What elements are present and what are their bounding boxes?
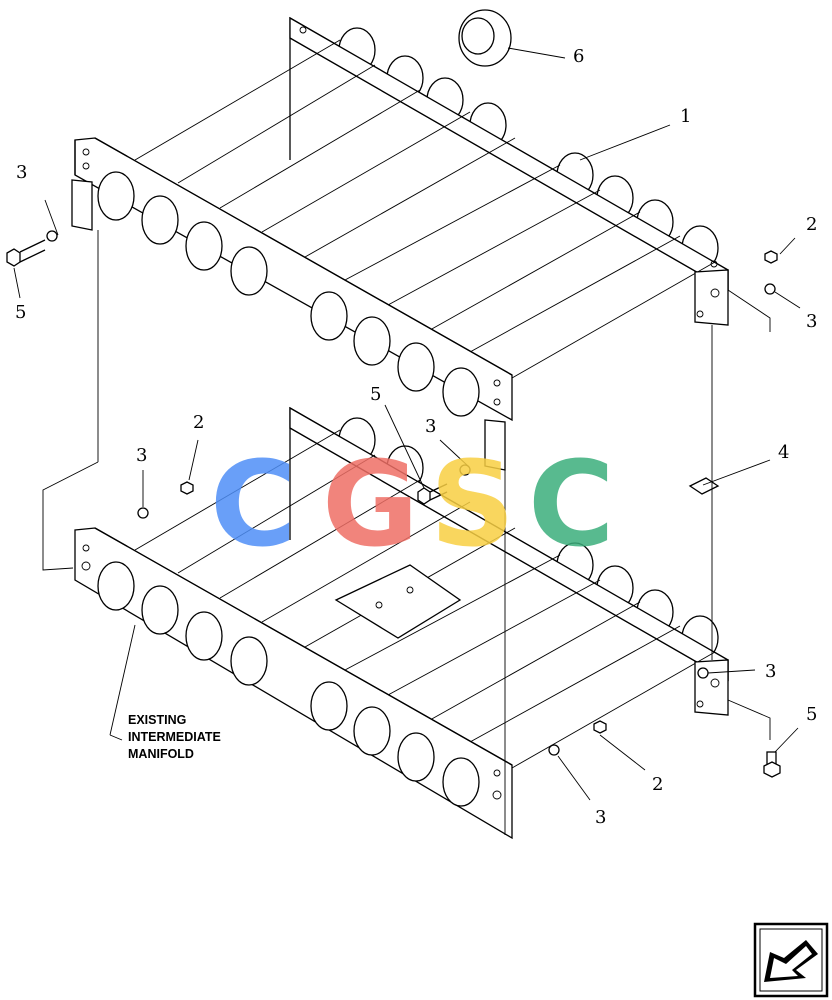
callout-4: 4 [778, 442, 789, 463]
watermark-letter: G [322, 435, 419, 573]
callout-5: 5 [806, 704, 817, 725]
note-line-1: EXISTING [128, 713, 186, 727]
leader-lines [13, 47, 801, 835]
callout-3: 3 [16, 162, 27, 183]
existing-manifold-note: EXISTING INTERMEDIATE MANIFOLD [128, 713, 221, 761]
callout-6: 6 [573, 46, 584, 67]
callout-2: 2 [193, 412, 204, 433]
callout-3: 3 [425, 416, 436, 437]
callout-5: 5 [370, 384, 381, 405]
watermark-letter: C [210, 435, 297, 573]
callout-5: 5 [15, 302, 26, 323]
watermark-letter: S [430, 435, 515, 573]
existing-intermediate-manifold [74, 406, 729, 840]
callout-3: 3 [765, 661, 776, 682]
ring-seal-part-6 [458, 9, 512, 67]
callout-3: 3 [806, 311, 817, 332]
callout-labels: 1 6 3 5 2 3 4 2 3 5 3 3 5 2 3 [15, 46, 817, 828]
next-page-arrow-icon[interactable] [753, 922, 829, 998]
hardware-fasteners [6, 230, 781, 778]
note-line-2: INTERMEDIATE [128, 730, 221, 744]
callout-3: 3 [136, 445, 147, 466]
callout-2: 2 [652, 774, 663, 795]
note-line-3: MANIFOLD [128, 747, 194, 761]
callout-3: 3 [595, 807, 606, 828]
watermark-letter: C [528, 435, 615, 573]
callout-1: 1 [680, 106, 691, 127]
cgsc-watermark: C G S C [210, 435, 615, 573]
callout-2: 2 [806, 214, 817, 235]
upper-manifold-assembly [71, 16, 729, 471]
